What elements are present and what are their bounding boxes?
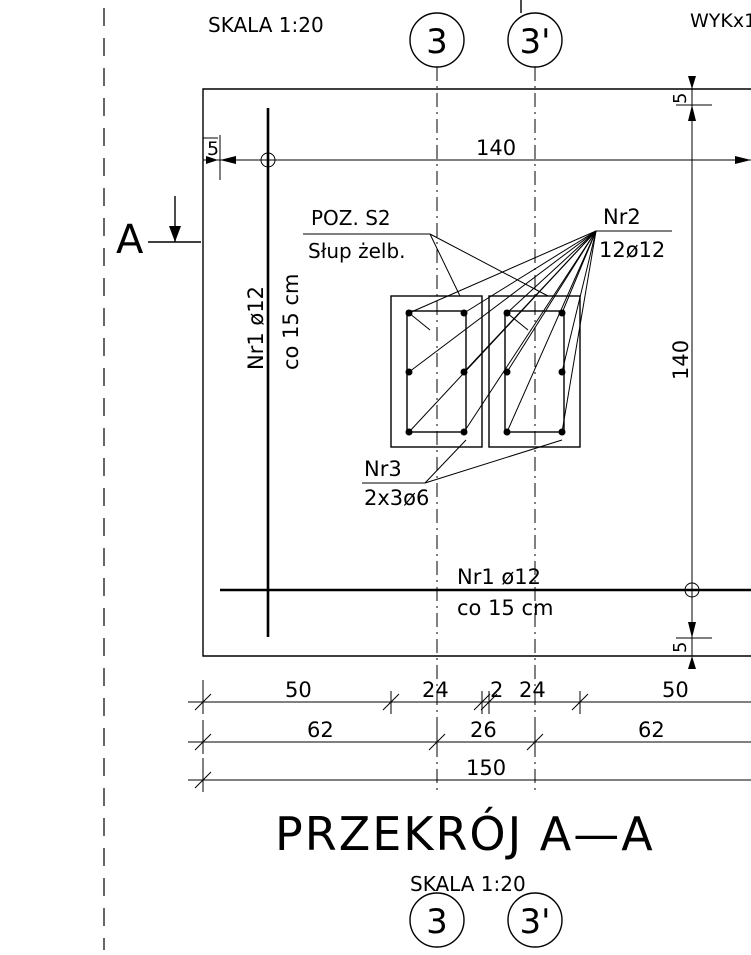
foundation-outline [202,88,751,657]
dimension-value: 26 [470,718,497,742]
header-scale-label: SKALA 1:20 [208,13,324,37]
column-section-left [390,295,483,448]
label-nr2-title: Nr2 [603,205,641,229]
dimension-value: 62 [307,718,334,742]
dimension-value: 150 [466,756,506,780]
rebar-end-marker [684,582,700,598]
axis-bubble-3-top: 3 [409,12,465,68]
leader-lines-nr3 [424,439,563,484]
label-nr2-spec: 12ø12 [599,238,665,262]
dimension-value: 5 [670,642,691,653]
dimension-value: 62 [638,718,665,742]
label-poz-title: POZ. S2 [311,206,391,230]
dimension-value: 24 [422,678,449,702]
dimension-top-140: 5 140 [203,135,751,180]
dimension-right-140: 5 140 5 [669,76,712,669]
label-nr1-horizontal-title: Nr1 ø12 [457,565,541,589]
dimension-value: 50 [662,678,689,702]
dimension-chain-row3: 150 [188,756,751,792]
dimension-value: 5 [207,138,219,160]
dimension-value: 24 [519,678,546,702]
section-title: PRZEKRÓJ A—A [275,807,655,861]
section-marker-a: A [116,196,201,263]
label-nr1-vertical-spacing: co 15 cm [279,274,303,370]
header-cutoff-label: WYKx1 [690,10,751,32]
axis-bubble-label: 3 [426,22,448,62]
axis-bubble-label: 3 [426,902,448,942]
dimension-value: 140 [476,136,516,160]
dimension-value: 140 [669,340,693,380]
axis-bubble-label: 3' [520,902,551,942]
dimension-value: 50 [285,678,312,702]
axis-bubble-3-bottom: 3 [409,892,465,948]
axis-bubble-label: 3' [520,22,551,62]
leader-lines-poz [429,233,549,297]
label-nr3-title: Nr3 [364,457,402,481]
label-nr1-vertical-title: Nr1 ø12 [244,286,268,370]
dimension-chain-row2: 62 26 62 [188,718,751,754]
dimension-value: 2 [490,678,503,702]
dimension-value: 5 [670,93,691,104]
label-poz-subtitle: Słup żelb. [308,239,406,263]
leader-lines-nr2 [408,230,597,433]
section-marker-letter: A [116,217,144,263]
label-nr1-horizontal-spacing: co 15 cm [457,596,553,620]
axis-bubble-3prime-bottom: 3' [507,892,563,948]
axis-bubble-3prime-top: 3' [507,12,563,68]
footer-scale-label: SKALA 1:20 [410,872,526,896]
label-nr3-spec: 2x3ø6 [364,486,429,510]
dimension-chain-row1: 50 24 2 24 50 [188,678,751,714]
